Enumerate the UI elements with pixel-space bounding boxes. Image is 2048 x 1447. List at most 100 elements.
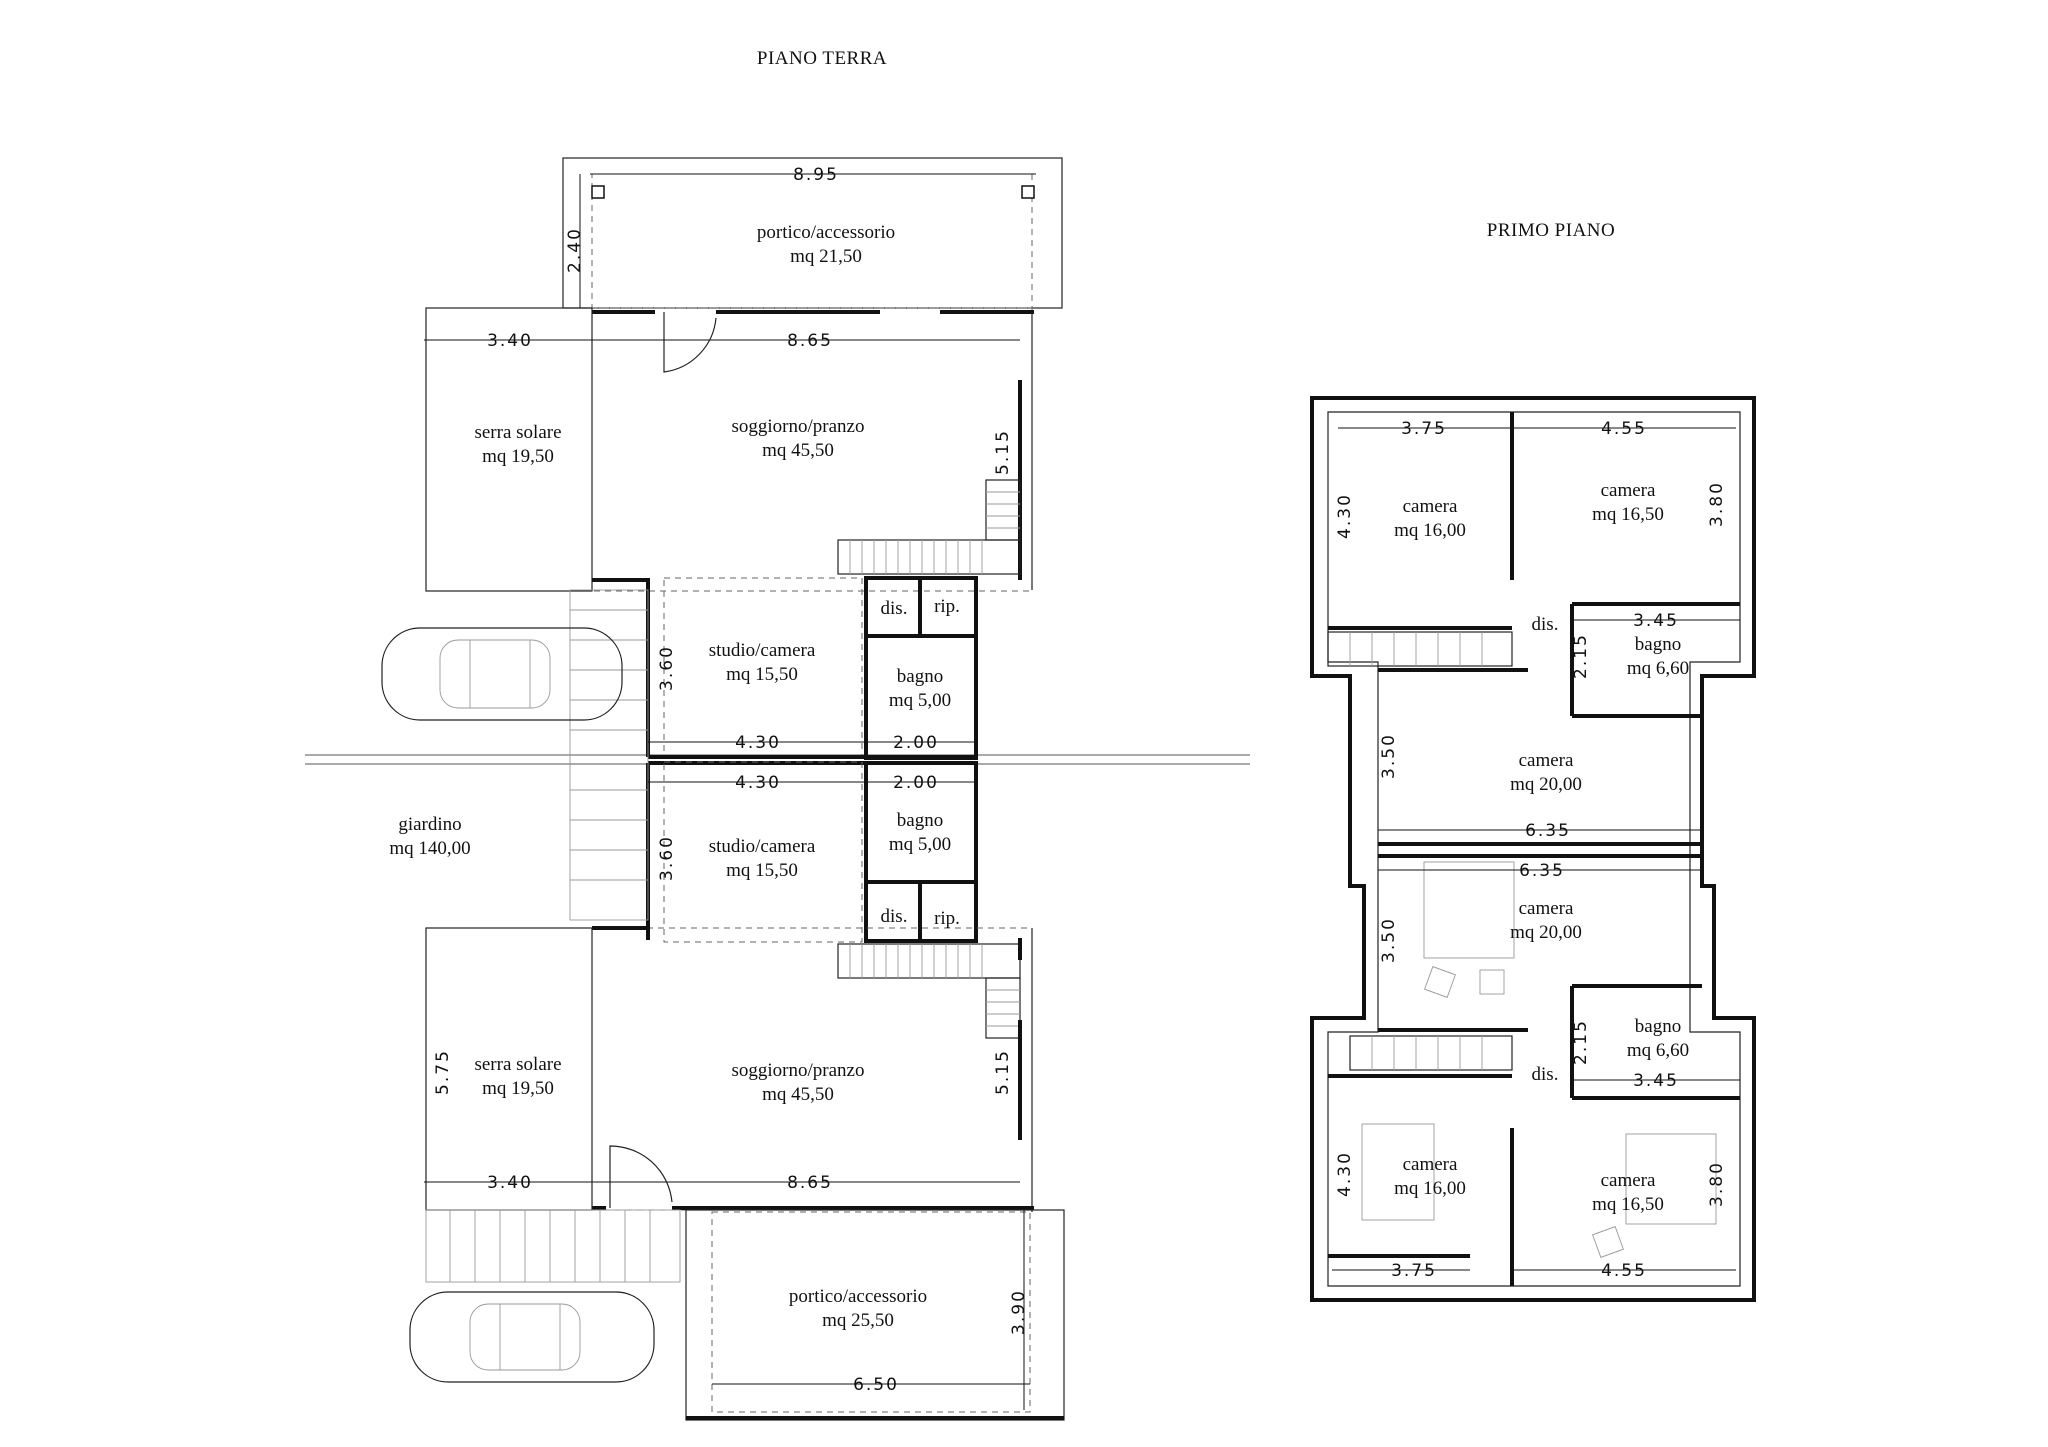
dim-3-90: 3.90 xyxy=(1009,1289,1029,1335)
dim-8-95: 8.95 xyxy=(793,165,839,185)
room-serra-bot-area: mq 19,50 xyxy=(482,1078,554,1099)
room-soggiorno-top-name: soggiorno/pranzo xyxy=(732,416,865,437)
portico-bot-area xyxy=(711,1211,1031,1413)
room-serra-top-name: serra solare xyxy=(474,422,561,443)
dim-f-3-75-bot: 3.75 xyxy=(1391,1261,1437,1281)
dim-5-75: 5.75 xyxy=(433,1049,453,1095)
room-portico-top-area: mq 21,50 xyxy=(790,246,862,267)
ground-floor-plan: PIANO TERRA xyxy=(305,48,1250,1421)
serra-top-outline xyxy=(425,307,593,592)
door-swing xyxy=(663,312,717,373)
room-dis-bot: dis. xyxy=(881,906,908,927)
room-portico-top-name: portico/accessorio xyxy=(757,222,895,243)
room-cam2-area: mq 16,50 xyxy=(1592,504,1664,525)
room-cam3-name: camera xyxy=(1519,750,1574,771)
room-cam2-name: camera xyxy=(1601,480,1656,501)
room-bagno2-area: mq 6,60 xyxy=(1627,1040,1689,1061)
dim-2-00-bot: 2.00 xyxy=(893,773,939,793)
room-cam4-area: mq 20,00 xyxy=(1510,922,1582,943)
dim-4-30-top: 4.30 xyxy=(735,733,781,753)
car-icon xyxy=(381,627,623,721)
room-cam5-area: mq 16,00 xyxy=(1394,1178,1466,1199)
room-rip-bot: rip. xyxy=(934,908,960,929)
car-icon xyxy=(409,1291,655,1383)
room-rip-top: rip. xyxy=(934,596,960,617)
room-cam6-name: camera xyxy=(1601,1170,1656,1191)
dim-8-65-bot: 8.65 xyxy=(787,1173,833,1193)
first-floor-outer-walls xyxy=(1310,396,1756,1302)
dim-4-30-bot: 4.30 xyxy=(735,773,781,793)
room-bagno1-name: bagno xyxy=(1635,634,1681,655)
dim-f-4-55-bot: 4.55 xyxy=(1601,1261,1647,1281)
stair-first-top xyxy=(1327,631,1513,667)
room-soggiorno-bot-area: mq 45,50 xyxy=(762,1084,834,1105)
dim-f-4-30-top: 4.30 xyxy=(1335,493,1355,539)
dim-f-4-30-bot: 4.30 xyxy=(1335,1151,1355,1197)
room-studio-bot-area: mq 15,50 xyxy=(726,860,798,881)
soggiorno-top-area xyxy=(591,307,1033,592)
room-cam5-name: camera xyxy=(1403,1154,1458,1175)
stair-bottom xyxy=(837,943,1021,1039)
dim-f-3-80-top: 3.80 xyxy=(1707,481,1727,527)
room-bagno2-name: bagno xyxy=(1635,1016,1681,1037)
dim-f-3-50-top: 3.50 xyxy=(1379,733,1399,779)
dim-f-4-55-top: 4.55 xyxy=(1601,419,1647,439)
ground-floor-title: PIANO TERRA xyxy=(757,48,887,69)
room-bagno-top-area: mq 5,00 xyxy=(889,690,951,711)
dim-3-40-top: 3.40 xyxy=(487,331,533,351)
room-serra-top-area: mq 19,50 xyxy=(482,446,554,467)
stair-top xyxy=(837,479,1021,575)
dim-f-2-15-top: 2.15 xyxy=(1571,633,1591,679)
room-portico-bot-name: portico/accessorio xyxy=(789,1286,927,1307)
room-cam1-name: camera xyxy=(1403,496,1458,517)
dim-f-3-80-bot: 3.80 xyxy=(1707,1161,1727,1207)
furniture xyxy=(1361,861,1717,1258)
stair-first-bottom xyxy=(1349,1035,1513,1071)
dim-6-50: 6.50 xyxy=(853,1375,899,1395)
room-studio-bot-name: studio/camera xyxy=(709,836,816,857)
door-swing xyxy=(609,1145,673,1208)
room-dis2: dis. xyxy=(1532,1064,1559,1085)
room-bagno1-area: mq 6,60 xyxy=(1627,658,1689,679)
first-floor-title: PRIMO PIANO xyxy=(1487,220,1616,241)
room-cam6-area: mq 16,50 xyxy=(1592,1194,1664,1215)
dim-5-15-bot: 5.15 xyxy=(993,1049,1013,1095)
room-bagno-bot-name: bagno xyxy=(897,810,943,831)
first-floor-plan: PRIMO PIANO xyxy=(1310,220,1756,1302)
dim-f-3-50-bot: 3.50 xyxy=(1379,917,1399,963)
room-serra-bot-name: serra solare xyxy=(474,1054,561,1075)
column xyxy=(591,185,605,199)
room-portico-bot-area: mq 25,50 xyxy=(822,1310,894,1331)
dim-f-6-35-bot: 6.35 xyxy=(1519,861,1565,881)
room-giardino-name: giardino xyxy=(398,814,461,835)
dim-f-3-45-top: 3.45 xyxy=(1633,611,1679,631)
pergola-bottom xyxy=(425,1209,681,1283)
first-floor-inner-line xyxy=(1327,411,1741,1287)
pergola-top xyxy=(569,589,649,921)
studio-bot-area xyxy=(663,761,863,943)
dim-f-2-15-bot: 2.15 xyxy=(1571,1019,1591,1065)
dim-3-40-bot: 3.40 xyxy=(487,1173,533,1193)
room-bagno-bot-area: mq 5,00 xyxy=(889,834,951,855)
room-giardino-area: mq 140,00 xyxy=(389,838,470,859)
column xyxy=(1021,185,1035,199)
room-cam4-name: camera xyxy=(1519,898,1574,919)
dim-f-3-45-bot: 3.45 xyxy=(1633,1071,1679,1091)
dim-3-60-bot: 3.60 xyxy=(657,835,677,881)
room-dis-top: dis. xyxy=(881,598,908,619)
dim-5-15-top: 5.15 xyxy=(993,429,1013,475)
room-cam3-area: mq 20,00 xyxy=(1510,774,1582,795)
dim-2-40: 2.40 xyxy=(565,227,585,273)
room-soggiorno-bot-name: soggiorno/pranzo xyxy=(732,1060,865,1081)
dim-f-3-75-top: 3.75 xyxy=(1401,419,1447,439)
room-studio-top-name: studio/camera xyxy=(709,640,816,661)
room-cam1-area: mq 16,00 xyxy=(1394,520,1466,541)
dim-3-60-top: 3.60 xyxy=(657,645,677,691)
dim-f-6-35-top: 6.35 xyxy=(1525,821,1571,841)
dim-2-00-top: 2.00 xyxy=(893,733,939,753)
room-studio-top-area: mq 15,50 xyxy=(726,664,798,685)
dim-8-65-top: 8.65 xyxy=(787,331,833,351)
room-soggiorno-top-area: mq 45,50 xyxy=(762,440,834,461)
room-bagno-top-name: bagno xyxy=(897,666,943,687)
